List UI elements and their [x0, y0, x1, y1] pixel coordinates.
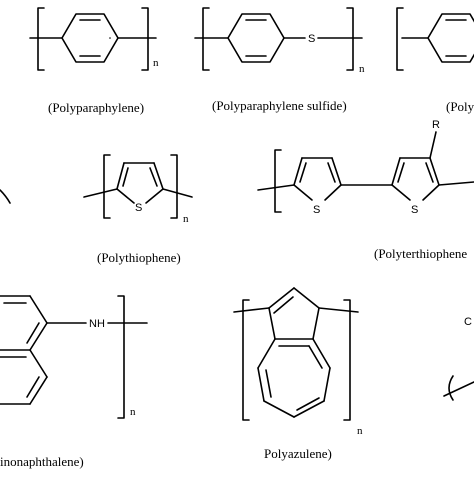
repeat-n: n	[130, 406, 136, 418]
label-polyazulene: Polyazulene)	[264, 446, 332, 461]
benzene-ring	[427, 13, 474, 63]
structure-polyaminonaphthalene: NH n inonaphthalene)	[0, 295, 148, 469]
repeat-n: n	[359, 63, 365, 75]
sulfur-atom: S	[308, 33, 315, 45]
structure-partial-top-right: (Poly	[396, 7, 474, 114]
label-polyterthiophene: (Polyterthiophene	[374, 246, 467, 261]
partial-bracket	[448, 375, 454, 401]
repeat-n: n	[183, 213, 189, 225]
structure-partial-bottom-right: C	[443, 316, 474, 401]
structure-polyparaphylene: n (Polyparaphylene)	[29, 7, 159, 115]
substituent-r: R	[432, 119, 440, 131]
label-polyparaphylene-sulfide: (Polyparaphylene sulfide)	[212, 98, 347, 113]
label-polythiophene: (Polythiophene)	[97, 250, 181, 265]
label-polyaminonaphthalene: inonaphthalene)	[0, 454, 84, 469]
bond-fragment	[0, 189, 11, 204]
repeat-n: n	[153, 57, 159, 69]
sulfur-atom: S	[135, 202, 142, 214]
benzene-ring	[227, 13, 285, 63]
sulfur-atom-2: S	[411, 204, 418, 216]
structure-polyazulene: n Polyazulene)	[233, 287, 363, 461]
structure-polyterthiophene: S S R (Polyterthiophene	[257, 119, 474, 261]
sulfur-atom-1: S	[313, 204, 320, 216]
label-partial: (Poly	[446, 99, 474, 114]
nh-group: NH	[89, 318, 105, 330]
structure-polyparaphylene-sulfide: S n (Polyparaphylene sulfide)	[194, 7, 365, 113]
label-polyparaphylene: (Polyparaphylene)	[48, 100, 144, 115]
repeat-n: n	[357, 425, 363, 437]
partial-atom: C	[464, 316, 472, 328]
structure-polythiophene: S n (Polythiophene)	[83, 154, 193, 265]
